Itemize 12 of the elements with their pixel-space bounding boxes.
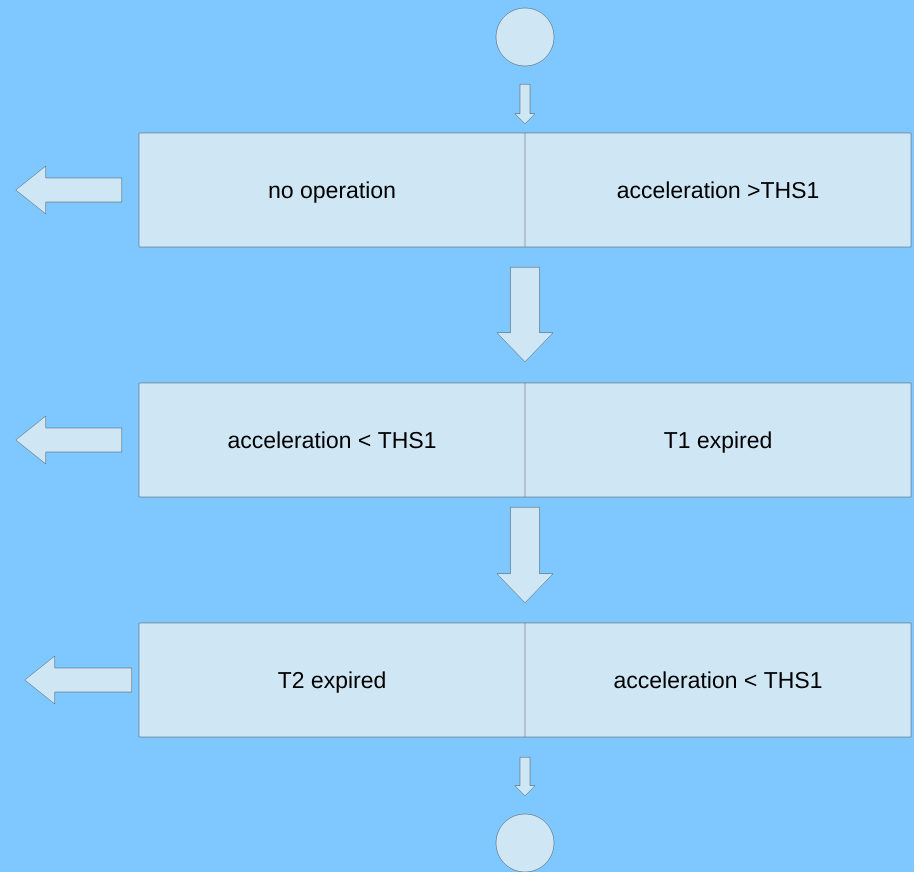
block-arrow: [16, 416, 122, 464]
block-arrow: [514, 84, 536, 124]
circle-node: [496, 8, 554, 66]
state-box: T2 expired acceleration < THS1: [138, 622, 912, 738]
block-arrow: [496, 267, 554, 362]
block-arrow: [514, 757, 536, 796]
block-arrow: [496, 507, 554, 603]
state-box: acceleration < THS1 T1 expired: [138, 382, 912, 498]
block-arrow: [24, 656, 132, 704]
block-arrow: [16, 166, 122, 214]
state-box: no operation acceleration >THS1: [138, 132, 912, 248]
circle-node: [496, 814, 554, 872]
